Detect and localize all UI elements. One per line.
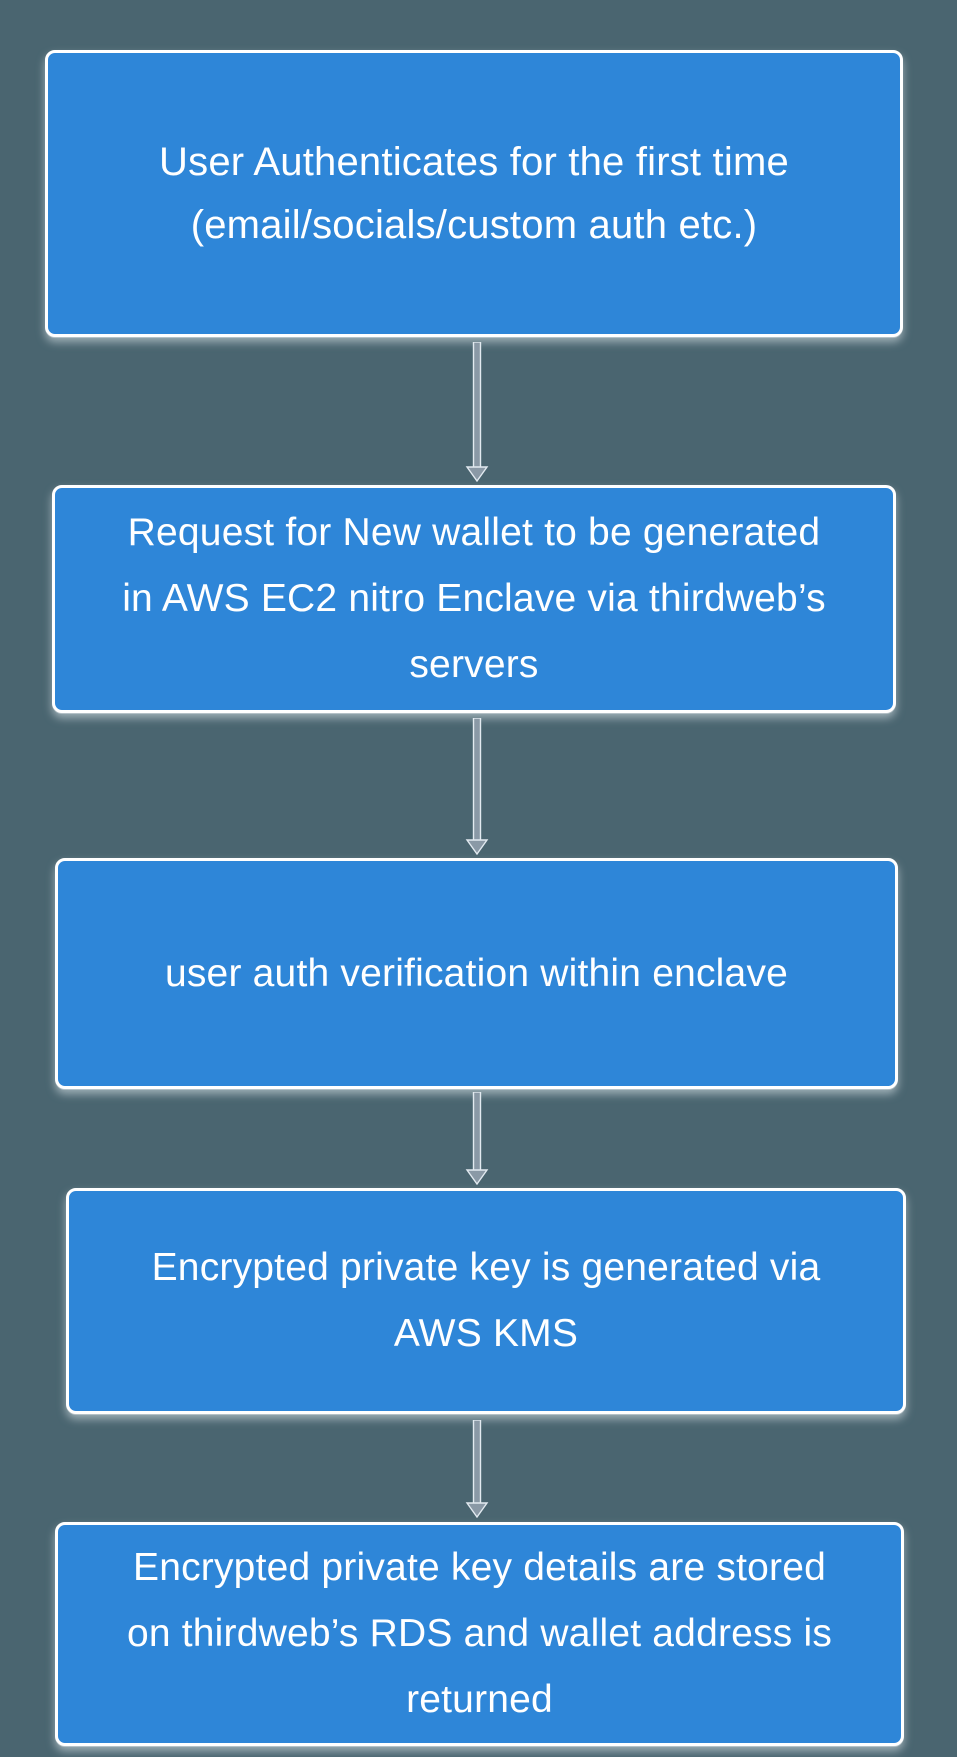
flow-node-text-line: Encrypted private key is generated via <box>151 1246 821 1289</box>
bottom-edge-strip <box>0 1757 957 1763</box>
flow-node-text-line: on thirdweb’s RDS and wallet address is <box>126 1612 833 1655</box>
flow-node-text-line: Encrypted private key details are stored <box>132 1546 826 1589</box>
flow-node-request-new-wallet: Request for New wallet to be generated i… <box>52 485 896 713</box>
down-arrow-icon <box>465 342 489 482</box>
flow-node-encrypted-key-generated: Encrypted private key is generated via A… <box>66 1188 906 1414</box>
flow-node-user-auth-verification: user auth verification within enclave <box>55 858 898 1089</box>
flow-node-text-line: returned <box>406 1678 553 1721</box>
flow-node-text-line: user auth verification within enclave <box>164 951 789 995</box>
flow-node-text-line: User Authenticates for the first time <box>159 139 789 184</box>
flow-node-text-line: (email/socials/custom auth etc.) <box>190 202 758 247</box>
flow-node-user-authenticates: User Authenticates for the first time (e… <box>45 50 903 337</box>
flow-node-encrypted-key-stored: Encrypted private key details are stored… <box>55 1522 904 1746</box>
flow-node-text-line: AWS KMS <box>393 1312 579 1355</box>
flow-node-text-line: Request for New wallet to be generated <box>127 511 821 554</box>
flow-node-text-line: in AWS EC2 nitro Enclave via thirdweb’s <box>122 577 826 620</box>
down-arrow-icon <box>465 1420 489 1518</box>
down-arrow-icon <box>465 718 489 855</box>
down-arrow-icon <box>465 1092 489 1185</box>
flow-node-text-line: servers <box>409 643 539 686</box>
